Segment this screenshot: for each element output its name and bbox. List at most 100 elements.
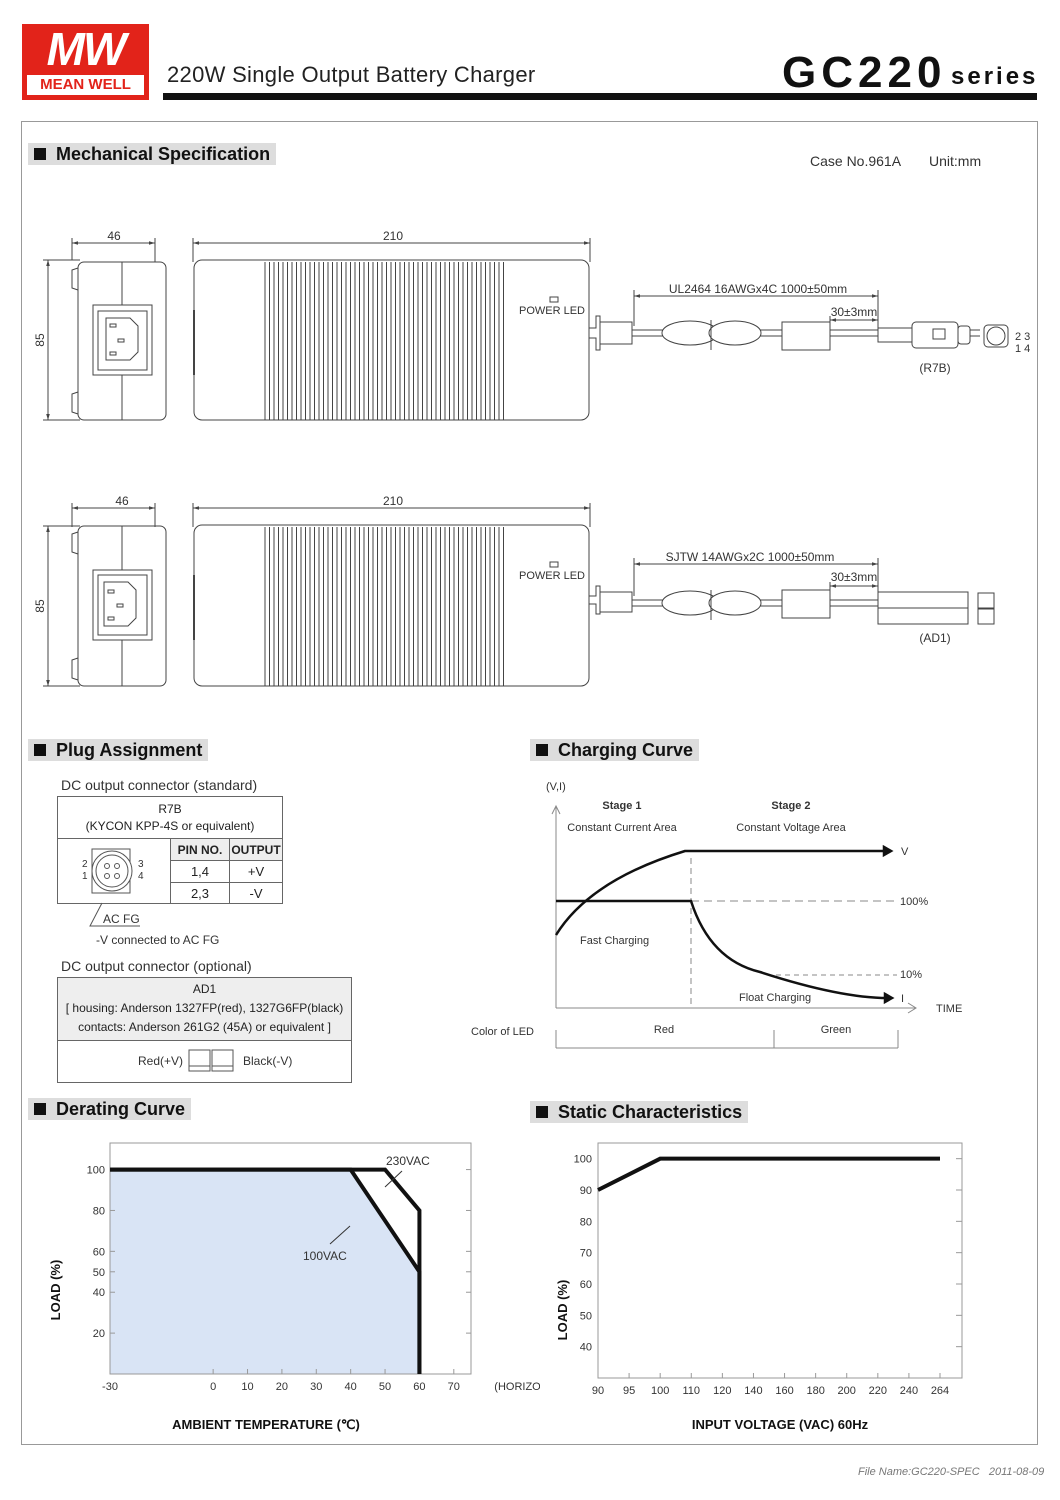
y-tick-label: 80: [580, 1216, 592, 1228]
x-tick-label: 0: [210, 1381, 216, 1393]
pin-1-label: 1: [82, 871, 88, 882]
y-tick-label: 80: [93, 1205, 105, 1217]
col-pin-no: PIN NO.: [170, 838, 229, 860]
fg-note: -V connected to AC FG: [96, 933, 220, 947]
cable-spec: UL2464 16AWGx4C 1000±50mm: [669, 282, 847, 296]
pin-labels-top: 2 3: [1015, 331, 1030, 343]
fg-leader: [89, 902, 140, 927]
file-date: 2011-08-09: [988, 1466, 1045, 1478]
section-mechanical: Mechanical Specification: [28, 143, 277, 165]
float-charging-label: Float Charging: [739, 992, 811, 1004]
x-tick-label: 20: [276, 1381, 288, 1393]
dim-height: 85: [33, 599, 47, 613]
red-terminal-label: Red(+V): [138, 1054, 184, 1068]
r7b-header: R7B (KYCON KPP-4S or equivalent): [58, 797, 282, 839]
spec-frame: [21, 121, 1038, 1445]
heatsink-fins: [264, 527, 504, 686]
section-plug-assignment: Plug Assignment: [28, 739, 209, 761]
stage-2-desc: Constant Voltage Area: [736, 822, 846, 834]
unit-label: Unit:mm: [929, 153, 982, 169]
x-tick-label: 220: [869, 1385, 887, 1397]
x-tick-label: 50: [379, 1381, 391, 1393]
bullet-square-icon: [536, 1106, 548, 1118]
dim-length: 210: [383, 494, 403, 508]
heatsink-fins: [264, 262, 504, 420]
y-tick-label: 60: [93, 1246, 105, 1258]
mean-well-logo: MW MEAN WELL: [22, 24, 149, 100]
row-1-output: +V: [229, 860, 282, 882]
y-tick-label: 40: [580, 1342, 592, 1354]
power-led-label: POWER LED: [519, 305, 585, 317]
anderson-connector-icon: [188, 1049, 234, 1072]
r7b-pinout-icon: 2 1 3 4: [82, 848, 144, 894]
leader-100vac: [329, 1225, 351, 1245]
ad1-name: AD1: [192, 982, 217, 996]
ad1-housing: [ housing: Anderson 1327FP(red), 1327G6F…: [65, 1001, 344, 1015]
section-static-characteristics: Static Characteristics: [530, 1101, 749, 1123]
stage-1-desc: Constant Current Area: [567, 822, 677, 834]
pin-3-label: 3: [138, 859, 144, 870]
y-tick-label: 20: [93, 1328, 105, 1340]
section-title: Charging Curve: [558, 739, 694, 760]
section-charging-curve: Charging Curve: [530, 739, 700, 761]
case-number: Case No.961A: [810, 153, 902, 169]
ad1-contacts: contacts: Anderson 261G2 (45A) or equiva…: [78, 1020, 331, 1034]
header-rule: [163, 93, 1037, 100]
bullet-square-icon: [34, 1103, 46, 1115]
plot-frame: [109, 1142, 472, 1375]
y-tick-label: 50: [93, 1267, 105, 1279]
bullet-square-icon: [34, 744, 46, 756]
derating-chart: 2040506080100-30010203040506070(HORIZONT…: [48, 1142, 540, 1432]
v-label: V: [901, 846, 909, 858]
connector-label: (AD1): [919, 631, 950, 645]
x-tick-label: 40: [345, 1381, 357, 1393]
x-tick-label: 100: [651, 1385, 669, 1397]
x-tick-label: 180: [806, 1385, 824, 1397]
dim-length: 210: [383, 229, 403, 243]
x-tick-label: 160: [775, 1385, 793, 1397]
x-tick-label: 110: [682, 1385, 700, 1397]
y-tick-label: 50: [580, 1310, 592, 1322]
x-tick-label: 120: [713, 1385, 731, 1397]
logo-mark: MW: [46, 23, 127, 75]
x-tick-label: -30: [102, 1381, 118, 1393]
x-tick-label: 200: [838, 1385, 856, 1397]
power-led-label: POWER LED: [519, 570, 585, 582]
y-tick-label: 100: [87, 1165, 105, 1177]
series-line-load: [597, 1156, 940, 1192]
leader-230vac: [384, 1170, 403, 1188]
y-axis-label: (V,I): [546, 781, 566, 793]
row-2-output: -V: [229, 882, 282, 903]
section-derating-curve: Derating Curve: [28, 1098, 192, 1120]
r7b-desc: (KYCON KPP-4S or equivalent): [85, 819, 255, 833]
i-label: I: [901, 993, 904, 1005]
stage-1-label: Stage 1: [602, 800, 641, 812]
y-tick-label: 40: [93, 1287, 105, 1299]
file-name: File Name:GC220-SPEC: [858, 1466, 980, 1478]
x-tick-label: 10: [241, 1381, 253, 1393]
led-color-title: Color of LED: [471, 1026, 534, 1038]
x-axis-title: INPUT VOLTAGE (VAC) 60Hz: [692, 1417, 869, 1432]
led-green-label: Green: [821, 1024, 852, 1036]
model-name: GC220: [782, 48, 947, 97]
connector-label: (R7B): [919, 361, 950, 375]
logo-name: MEAN WELL: [27, 75, 144, 95]
end-dim: 30±3mm: [831, 305, 878, 319]
pct-10-label: 10%: [900, 969, 922, 981]
row-1-pin: 1,4: [170, 860, 229, 882]
file-footer: File Name:GC220-SPEC 2011-08-09: [858, 1466, 1044, 1478]
x-tick-label: 90: [592, 1385, 604, 1397]
y-axis-title: LOAD (%): [48, 1260, 63, 1321]
ad1-header: AD1 [ housing: Anderson 1327FP(red), 132…: [58, 978, 351, 1041]
label-230vac: 230VAC: [386, 1154, 430, 1168]
col-output: OUTPUT: [229, 838, 282, 860]
end-dim: 30±3mm: [831, 570, 878, 584]
section-title: Plug Assignment: [56, 739, 203, 760]
pin-labels-bottom: 1 4: [1015, 343, 1030, 355]
safe-area-fill: [110, 1169, 420, 1374]
x-tick-label: 264: [931, 1385, 949, 1397]
x-tick-label: 30: [310, 1381, 322, 1393]
mechanical-view-1: [43, 238, 1009, 421]
ad1-table: AD1 [ housing: Anderson 1327FP(red), 132…: [57, 977, 352, 1083]
fast-charging-label: Fast Charging: [580, 935, 649, 947]
